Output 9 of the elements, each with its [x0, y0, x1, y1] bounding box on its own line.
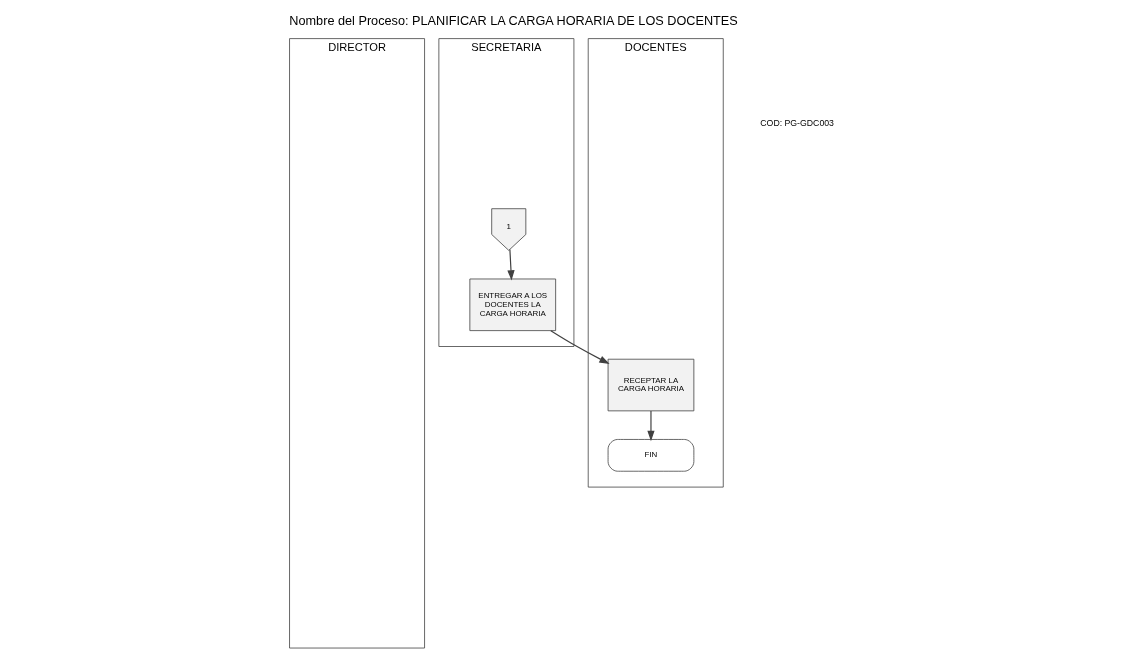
node-box: FIN [607, 439, 695, 472]
node-box: DIRECTOR [289, 38, 425, 649]
node-box: ENTREGAR A LOS DOCENTES LA CARGA HORARIA [469, 278, 557, 331]
diagram-title: Nombre del Proceso: PLANIFICAR LA CARGA HORARIA DE LOS DOCENTES [289, 13, 738, 28]
node-box: RECEPTAR LA CARGA HORARIA [607, 358, 695, 412]
arrow [647, 410, 655, 442]
label: COD: PG-GDC003 [760, 118, 834, 129]
arrow [507, 248, 515, 281]
arrow [550, 330, 610, 364]
